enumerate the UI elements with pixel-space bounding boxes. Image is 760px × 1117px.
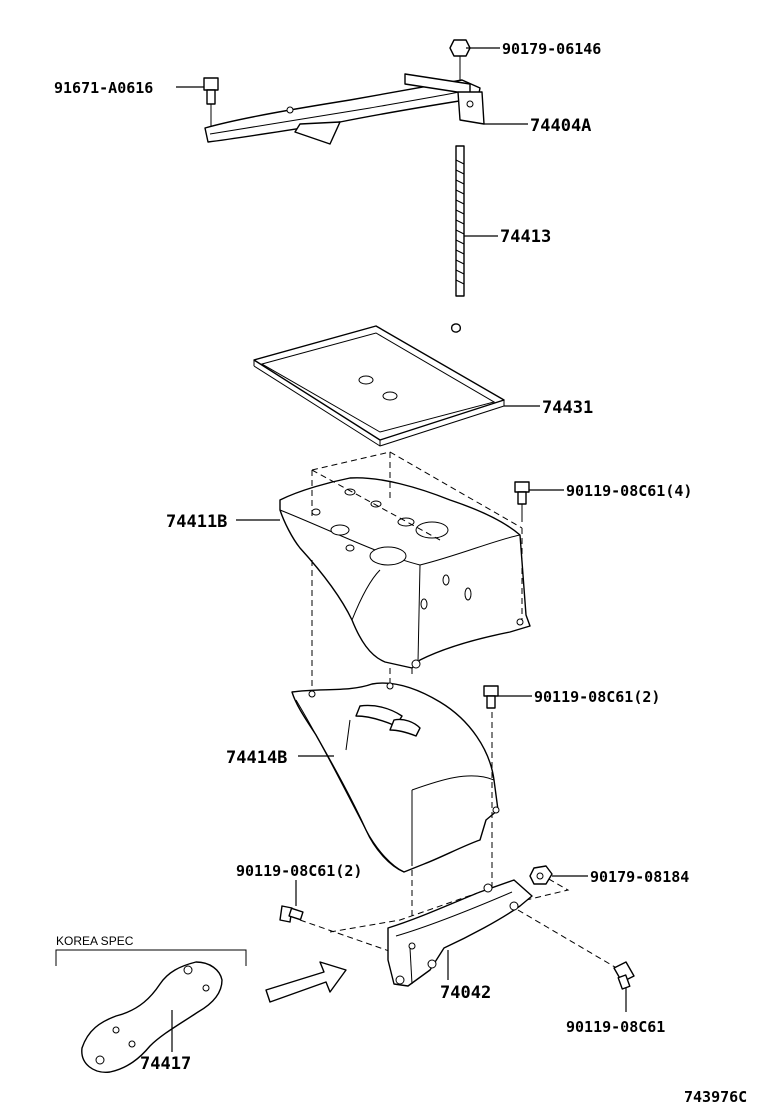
part-label-90119-08c61-4: 90119-08C61(4) xyxy=(566,482,692,500)
bolt-icon xyxy=(613,961,635,990)
part-label-90179-08184: 90179-08184 xyxy=(590,868,689,886)
drawing-id: 743976C xyxy=(684,1088,747,1106)
korea-spec-label: KOREA SPEC xyxy=(56,934,134,948)
bolt-icon xyxy=(279,905,304,923)
hold-down-rod xyxy=(450,145,465,333)
part-label-90119-08c61-2-upper: 90119-08C61(2) xyxy=(534,688,660,706)
carrier-bracket xyxy=(291,682,500,873)
part-label-74411b: 74411B xyxy=(166,512,227,532)
nut-icon xyxy=(449,39,471,80)
bolt-icon xyxy=(483,685,499,709)
part-label-90119-08c61: 90119-08C61 xyxy=(566,1018,665,1036)
nut-icon xyxy=(529,865,553,885)
part-label-74417: 74417 xyxy=(140,1054,191,1074)
battery-clamp xyxy=(204,73,485,145)
part-label-90179-06146: 90179-06146 xyxy=(502,40,601,58)
battery-carrier xyxy=(279,477,531,669)
battery-support-bracket xyxy=(387,879,533,987)
part-label-91671-a0616: 91671-A0616 xyxy=(54,79,153,97)
part-label-90119-08c61-2-lower: 90119-08C61(2) xyxy=(236,862,362,880)
battery-tray xyxy=(253,325,505,447)
arrow-right-icon xyxy=(265,961,347,1003)
part-label-74042: 74042 xyxy=(440,983,491,1003)
part-label-74414b: 74414B xyxy=(226,748,287,768)
korea-spec-box xyxy=(55,949,247,966)
part-label-74413: 74413 xyxy=(500,227,551,247)
assembly-lines-upper xyxy=(311,451,523,690)
korea-spec-bracket xyxy=(81,961,223,1073)
bolt-icon xyxy=(514,481,530,522)
part-label-74431: 74431 xyxy=(542,398,593,418)
leader-lines xyxy=(171,47,627,1052)
part-label-74404a: 74404A xyxy=(530,116,591,136)
bolt-icon xyxy=(203,77,219,126)
